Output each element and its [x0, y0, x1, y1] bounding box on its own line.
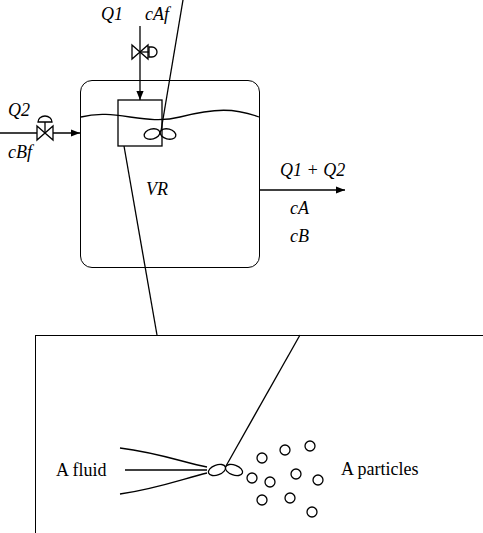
liquid-surface	[81, 110, 259, 119]
valve-actuator	[38, 116, 52, 122]
streamline	[125, 469, 207, 470]
particle	[307, 507, 317, 517]
valve-symbol	[132, 45, 148, 59]
node-text: A fluid	[56, 460, 107, 480]
zoom-inset: A fluid A particles	[35, 335, 483, 533]
agitator-shaft	[226, 335, 300, 466]
stream-label: cA	[290, 198, 309, 218]
particle	[280, 445, 290, 455]
stream-label: cAf	[145, 4, 169, 24]
particle	[305, 441, 315, 451]
stream-label: cB	[290, 226, 309, 246]
feed-line	[139, 26, 140, 100]
valve-stem	[140, 51, 149, 52]
impeller-blade	[224, 462, 244, 478]
valve-actuator	[149, 47, 157, 57]
stream-label: Q2	[8, 100, 30, 120]
zoom-leader	[124, 146, 157, 335]
particle	[247, 473, 257, 483]
impeller-blade	[143, 127, 161, 141]
particle	[313, 475, 323, 485]
reactor-vessel: VR	[80, 80, 260, 268]
outlet-line	[260, 189, 345, 190]
particles	[247, 441, 323, 517]
streamline	[120, 473, 207, 494]
impeller-blade	[207, 462, 227, 478]
impeller-blade	[159, 127, 177, 141]
streamline	[120, 448, 207, 467]
zoom-square	[118, 100, 162, 146]
particle	[285, 493, 295, 503]
node-text: A particles	[341, 459, 418, 479]
stream-label: Q1	[101, 4, 123, 24]
stream-label: Q1 + Q2	[280, 160, 345, 180]
stream-label: cBf	[8, 142, 32, 162]
particle	[257, 495, 267, 505]
particle	[291, 469, 301, 479]
node-text: VR	[146, 179, 168, 199]
valve-stem	[44, 122, 45, 133]
particle	[265, 477, 275, 487]
particle	[257, 453, 267, 463]
